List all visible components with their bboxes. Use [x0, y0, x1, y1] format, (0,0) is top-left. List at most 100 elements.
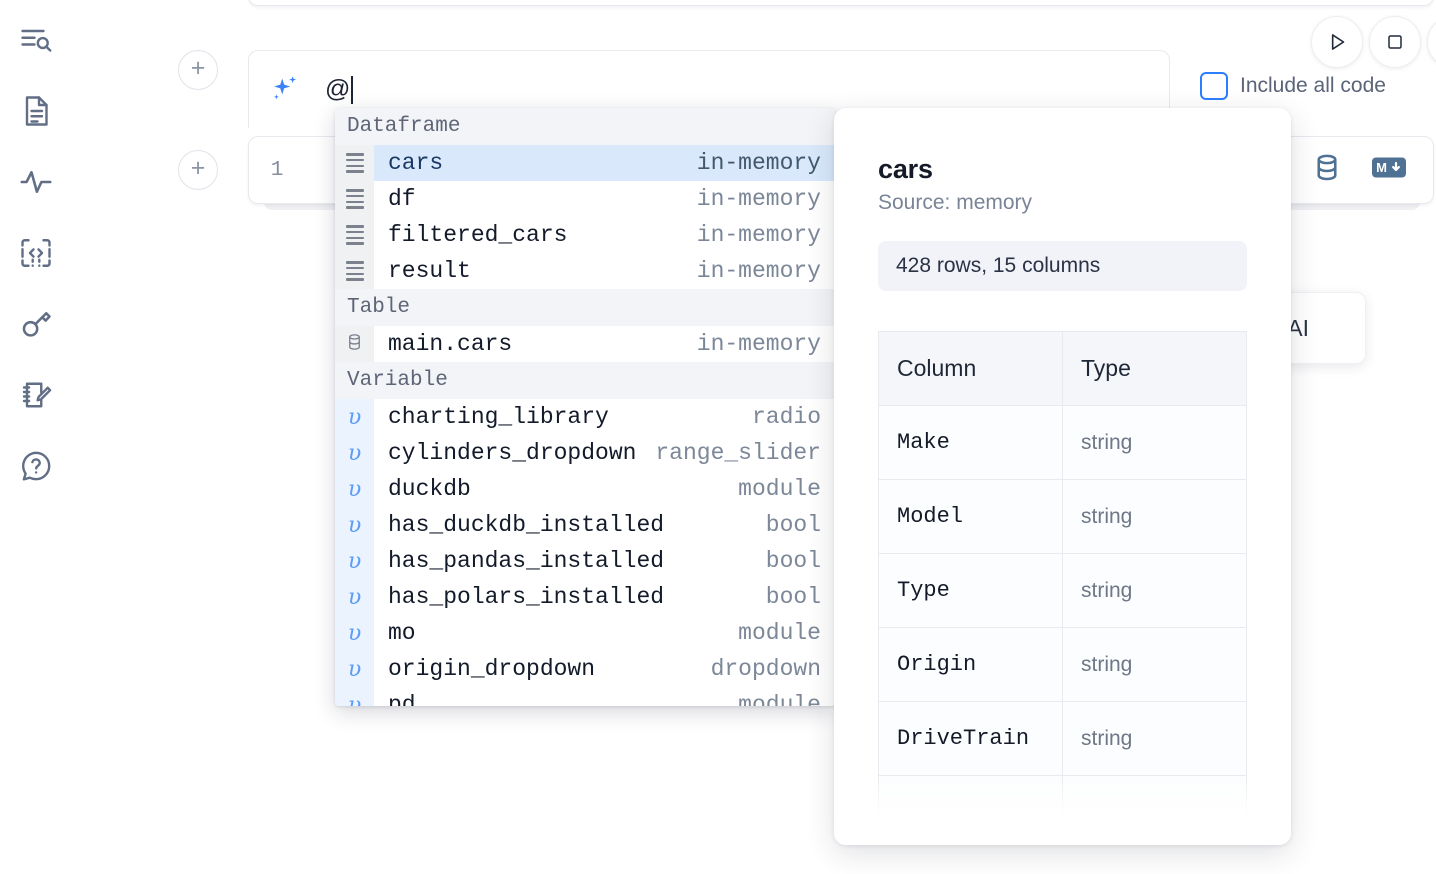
autocomplete-item-meta: in-memory — [696, 258, 821, 284]
autocomplete-item-meta: in-memory — [696, 331, 821, 357]
autocomplete-item[interactable]: υ has_polars_installed bool — [335, 579, 835, 615]
scratchpad-icon[interactable] — [12, 371, 60, 419]
variable-glyph-icon: υ — [347, 548, 362, 574]
autocomplete-item[interactable]: df in-memory — [335, 181, 835, 217]
include-all-code-row[interactable]: Include all code — [1200, 72, 1386, 100]
autocomplete-item-meta: in-memory — [696, 222, 821, 248]
code-brackets-icon[interactable] — [12, 229, 60, 277]
autocomplete-item-meta: radio — [751, 404, 821, 430]
ai-prompt-value: @ — [325, 75, 351, 103]
autocomplete-item-meta: bool — [765, 512, 821, 538]
schema-column-type: string — [1062, 627, 1247, 702]
ai-prompt-input[interactable]: @ — [325, 75, 354, 104]
variable-glyph-icon: υ — [347, 656, 362, 682]
autocomplete-section-header: Dataframe — [335, 108, 835, 145]
autocomplete-item-gutter — [335, 181, 374, 217]
detail-title: cars — [878, 154, 933, 184]
left-icon-rail — [0, 0, 72, 874]
schema-column-type: string — [1062, 701, 1247, 776]
autocomplete-item-gutter: υ — [335, 651, 374, 687]
include-all-code-checkbox[interactable] — [1200, 72, 1228, 100]
variable-glyph-icon: υ — [347, 440, 362, 466]
schema-column-name — [878, 775, 1063, 845]
schema-column-name: Type — [878, 553, 1063, 628]
more-actions-button[interactable] — [1427, 16, 1436, 68]
table-glyph-icon — [345, 332, 364, 357]
autocomplete-item-gutter: υ — [335, 579, 374, 615]
autocomplete-item[interactable]: result in-memory — [335, 253, 835, 289]
dataframe-glyph-icon — [345, 225, 364, 245]
autocomplete-item[interactable]: main.cars in-memory — [335, 326, 835, 362]
variable-glyph-icon: υ — [347, 584, 362, 610]
autocomplete-item-meta: module — [738, 476, 821, 502]
variable-glyph-icon: υ — [347, 476, 362, 502]
database-icon[interactable] — [1311, 152, 1343, 189]
autocomplete-item-meta: dropdown — [710, 656, 821, 682]
stop-button[interactable] — [1369, 16, 1421, 68]
activity-icon[interactable] — [12, 158, 60, 206]
autocomplete-item-label: duckdb — [388, 476, 471, 502]
autocomplete-item-gutter: υ — [335, 687, 374, 706]
schema-column-name: Make — [878, 405, 1063, 480]
file-explorer-icon[interactable] — [12, 16, 60, 64]
dataframe-glyph-icon — [345, 189, 364, 209]
autocomplete-section-header: Variable — [335, 362, 835, 399]
autocomplete-item[interactable]: υ has_pandas_installed bool — [335, 543, 835, 579]
autocomplete-item-gutter: υ — [335, 543, 374, 579]
autocomplete-item-meta: bool — [765, 584, 821, 610]
autocomplete-item-gutter: υ — [335, 507, 374, 543]
add-cell-button-bottom[interactable] — [178, 150, 218, 190]
dataframe-glyph-icon — [345, 261, 364, 281]
autocomplete-item-label: result — [388, 258, 471, 284]
autocomplete-item-label: cars — [388, 150, 444, 176]
key-icon[interactable] — [12, 300, 60, 348]
autocomplete-item-meta: range_slider — [655, 440, 821, 466]
autocomplete-item-gutter — [335, 253, 374, 289]
run-button[interactable] — [1311, 16, 1363, 68]
schema-table-header-row: Column Type — [878, 331, 1247, 406]
autocomplete-item-gutter: υ — [335, 471, 374, 507]
schema-col-header-column: Column — [878, 331, 1063, 406]
autocomplete-item-gutter — [335, 217, 374, 253]
autocomplete-item-label: df — [388, 186, 416, 212]
autocomplete-item-gutter: υ — [335, 435, 374, 471]
autocomplete-item-meta: in-memory — [696, 186, 821, 212]
autocomplete-item-label: main.cars — [388, 331, 513, 357]
autocomplete-item-label: has_pandas_installed — [388, 548, 665, 574]
line-number: 1 — [270, 158, 284, 182]
detail-row-column-count: 428 rows, 15 columns — [878, 241, 1247, 291]
document-icon[interactable] — [12, 87, 60, 135]
autocomplete-item-meta: bool — [765, 548, 821, 574]
help-icon[interactable] — [12, 442, 60, 490]
schema-column-type: string — [1062, 405, 1247, 480]
autocomplete-item-label: mo — [388, 620, 416, 646]
markdown-icon[interactable]: M — [1371, 155, 1407, 186]
autocomplete-item-gutter: υ — [335, 399, 374, 435]
autocomplete-section-header: Table — [335, 289, 835, 326]
autocomplete-item-label: has_polars_installed — [388, 584, 665, 610]
schema-column-type: string — [1062, 479, 1247, 554]
variable-glyph-icon: υ — [347, 404, 362, 430]
cell-tool-group: M — [1311, 152, 1407, 189]
variable-glyph-icon: υ — [347, 620, 362, 646]
svg-text:M: M — [1376, 160, 1387, 175]
add-cell-button-top[interactable] — [178, 50, 218, 90]
schema-column-type — [1062, 775, 1247, 845]
